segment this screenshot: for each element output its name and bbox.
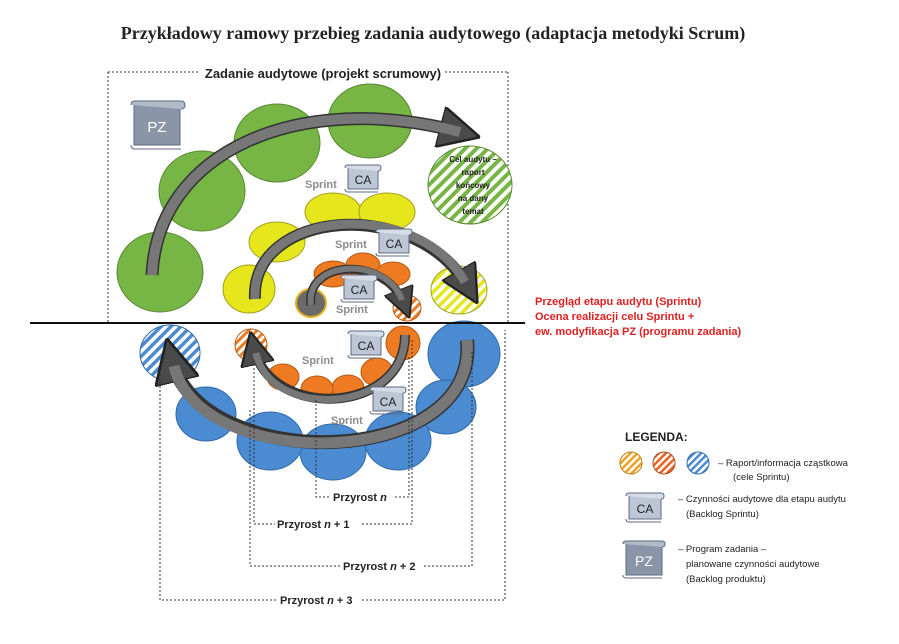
- svg-text:CA: CA: [351, 283, 368, 297]
- svg-text:Cel audytu –: Cel audytu –: [449, 155, 497, 164]
- svg-text:PZ: PZ: [635, 553, 653, 569]
- legend-pz-icon: PZ: [622, 540, 666, 579]
- svg-text:raport: raport: [461, 168, 484, 177]
- svg-text:PZ: PZ: [147, 119, 166, 136]
- sprint-labels: Sprint Sprint Sprint Sprint Sprint: [302, 179, 368, 427]
- svg-text:CA: CA: [637, 502, 654, 516]
- green-cycle-arrow-fill: [147, 113, 462, 276]
- green-circle: [158, 150, 246, 232]
- increment-n-label: Przyrost n: [333, 492, 387, 504]
- legend-orange-report-icon: [652, 451, 676, 475]
- sprint-review-text: Przegląd etapu audytu (Sprintu) Ocena re…: [535, 296, 742, 338]
- legend-blue-report-icon: [686, 451, 710, 475]
- svg-text:CA: CA: [355, 173, 372, 187]
- audit-goal-text: Cel audytu – raport końcowy na dany tema…: [449, 155, 497, 216]
- legend-title: LEGENDA:: [625, 430, 688, 444]
- svg-text:Przegląd etapu audytu (Sprintu: Przegląd etapu audytu (Sprintu): [535, 296, 702, 308]
- legend-ca-line1: – Czynności audytowe dla etapu audytu: [678, 494, 846, 505]
- legend-yellow-report-icon: [619, 451, 643, 475]
- increment-n2-label: Przyrost n + 2: [343, 561, 415, 573]
- sprint-label: Sprint: [302, 355, 334, 367]
- svg-text:CA: CA: [358, 339, 375, 353]
- ca-scroll-icon: CA: [340, 274, 378, 303]
- ca-scroll-icon: CA: [375, 228, 413, 257]
- ca-scroll-icon: CA: [369, 386, 407, 415]
- legend-pz-line3: (Backlog produktu): [686, 574, 766, 585]
- svg-text:ew. modyfikacja PZ (programu z: ew. modyfikacja PZ (programu zadania): [535, 326, 742, 338]
- orange-report-circle-bottom: [234, 328, 268, 362]
- svg-text:Ocena realizacji celu Sprintu: Ocena realizacji celu Sprintu +: [535, 311, 694, 323]
- blue-cycle-arrow-fill: [168, 339, 473, 449]
- svg-text:końcowy: końcowy: [456, 181, 491, 190]
- orange-bottom-cycle-arrow-fill: [252, 334, 409, 403]
- yellow-cycle-arrow-fill: [250, 219, 469, 300]
- sprint-label: Sprint: [335, 239, 367, 251]
- increment-n3-label: Przyrost n + 3: [280, 595, 352, 607]
- project-label: Zadanie audytowe (projekt scrumowy): [205, 66, 441, 81]
- ca-scroll-icon: CA: [344, 164, 382, 193]
- increment-brackets: [159, 330, 506, 601]
- legend-report-line1: – Raport/informacja cząstkowa: [718, 458, 849, 469]
- orange-top-cycle-arrow-fill: [307, 265, 405, 306]
- legend-pz-line1: – Program zadania –: [678, 544, 767, 555]
- legend-ca-icon: CA: [625, 492, 665, 523]
- increment-labels: Przyrost n Przyrost n + 1 Przyrost n + 2…: [277, 492, 415, 607]
- pz-scroll-icon: PZ: [130, 100, 186, 150]
- sprint-label: Sprint: [336, 304, 368, 316]
- yellow-circle: [222, 264, 276, 314]
- svg-text:temat: temat: [462, 207, 484, 216]
- legend: LEGENDA: – Raport/informacja cząstkowa (…: [619, 430, 849, 585]
- legend-pz-line2: planowane czynności audytowe: [686, 559, 820, 570]
- ca-scroll-icon: CA: [347, 330, 385, 359]
- sprint-label: Sprint: [305, 179, 337, 191]
- legend-ca-line2: (Backlog Sprintu): [686, 509, 759, 520]
- sprint-label: Sprint: [331, 415, 363, 427]
- green-sprint-circles: [116, 83, 413, 313]
- svg-text:CA: CA: [386, 237, 403, 251]
- increment-n1-label: Przyrost n + 1: [277, 519, 349, 531]
- svg-text:na dany: na dany: [458, 194, 489, 203]
- page-title: Przykładowy ramowy przebieg zadania audy…: [121, 23, 745, 44]
- sprint-cycle-arrows: [145, 113, 473, 450]
- svg-text:CA: CA: [380, 395, 397, 409]
- legend-report-line2: (cele Sprintu): [733, 472, 790, 483]
